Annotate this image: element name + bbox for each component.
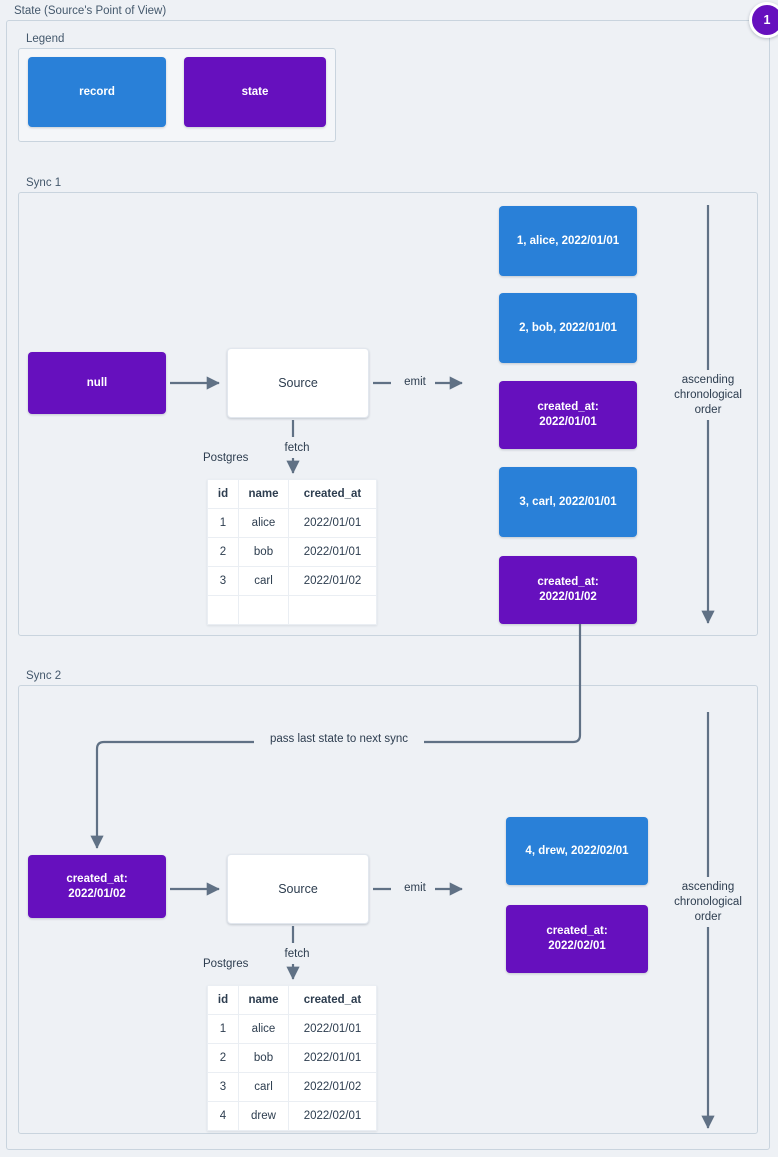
column-header-name: name: [238, 985, 289, 1015]
sync1-emitted-state-2: created_at: 2022/01/02: [499, 556, 637, 624]
cell-name: alice: [238, 1014, 289, 1044]
cell-name: bob: [238, 537, 289, 567]
table-row-empty: [207, 595, 377, 625]
cell-id: 2: [207, 537, 239, 567]
cell-created-at: 2022/01/01: [288, 508, 377, 538]
column-header-name: name: [238, 479, 289, 509]
column-header-created-at: created_at: [288, 985, 377, 1015]
sync2-group: Sync 2: [18, 669, 758, 1134]
sync2-source-box: Source: [227, 854, 369, 924]
cell-id: 4: [207, 1101, 239, 1131]
sync2-order-label: ascending chronological order: [666, 880, 750, 925]
cell-created-at: 2022/02/01: [288, 1101, 377, 1131]
sync2-emit-label: emit: [404, 882, 426, 894]
sync1-emitted-record-3: 3, carl, 2022/01/01: [499, 467, 637, 537]
cell-id: 3: [207, 566, 239, 596]
cell-created-at: 2022/01/01: [288, 1014, 377, 1044]
cell-created-at: [288, 595, 377, 625]
cell-name: carl: [238, 1072, 289, 1102]
cell-id: 1: [207, 508, 239, 538]
legend-label: Legend: [26, 33, 65, 45]
sync1-db-label: Postgres: [203, 452, 249, 464]
table-row: 1 alice 2022/01/01: [207, 1014, 377, 1044]
sync1-body: [18, 192, 758, 636]
cell-id: 1: [207, 1014, 239, 1044]
sync2-db-label: Postgres: [203, 958, 249, 970]
sync1-postgres-table: id name created_at 1 alice 2022/01/01 2 …: [207, 479, 377, 625]
sync2-input-state-box: created_at: 2022/01/02: [28, 855, 166, 918]
sync1-emitted-state-1: created_at: 2022/01/01: [499, 381, 637, 449]
sync1-emit-label: emit: [404, 376, 426, 388]
sync1-group: Sync 1: [18, 176, 758, 636]
cell-name: carl: [238, 566, 289, 596]
pass-state-label: pass last state to next sync: [256, 732, 422, 747]
sync1-emitted-record-2: 2, bob, 2022/01/01: [499, 293, 637, 363]
sync1-input-state-box: null: [28, 352, 166, 414]
table-row: 3 carl 2022/01/02: [207, 1072, 377, 1102]
sync1-label: Sync 1: [26, 177, 62, 189]
sync2-body: [18, 685, 758, 1134]
sync1-emitted-record-1: 1, alice, 2022/01/01: [499, 206, 637, 276]
table-header-row: id name created_at: [207, 479, 377, 509]
column-header-id: id: [207, 985, 239, 1015]
sync2-fetch-label: fetch: [284, 948, 310, 960]
page-title: State (Source's Point of View): [14, 5, 167, 17]
table-header-row: id name created_at: [207, 985, 377, 1015]
cell-id: [207, 595, 239, 625]
legend-swatch-state: state: [184, 57, 326, 127]
table-row: 1 alice 2022/01/01: [207, 508, 377, 538]
cell-name: bob: [238, 1043, 289, 1073]
sync2-emitted-record-1: 4, drew, 2022/02/01: [506, 817, 648, 885]
sync2-emitted-state-1: created_at: 2022/02/01: [506, 905, 648, 973]
column-header-id: id: [207, 479, 239, 509]
sync2-label: Sync 2: [26, 670, 62, 682]
cell-name: drew: [238, 1101, 289, 1131]
sync1-order-label: ascending chronological order: [666, 373, 750, 418]
legend-swatch-record: record: [28, 57, 166, 127]
table-row: 4 drew 2022/02/01: [207, 1101, 377, 1131]
cell-created-at: 2022/01/01: [288, 537, 377, 567]
cell-name: [238, 595, 289, 625]
cell-id: 3: [207, 1072, 239, 1102]
sync2-postgres-table: id name created_at 1 alice 2022/01/01 2 …: [207, 985, 377, 1131]
cell-created-at: 2022/01/01: [288, 1043, 377, 1073]
step-badge[interactable]: 1: [749, 2, 778, 38]
cell-created-at: 2022/01/02: [288, 566, 377, 596]
cell-created-at: 2022/01/02: [288, 1072, 377, 1102]
sync1-source-box: Source: [227, 348, 369, 418]
table-row: 2 bob 2022/01/01: [207, 1043, 377, 1073]
cell-id: 2: [207, 1043, 239, 1073]
column-header-created-at: created_at: [288, 479, 377, 509]
table-row: 2 bob 2022/01/01: [207, 537, 377, 567]
table-row: 3 carl 2022/01/02: [207, 566, 377, 596]
cell-name: alice: [238, 508, 289, 538]
sync1-fetch-label: fetch: [284, 442, 310, 454]
